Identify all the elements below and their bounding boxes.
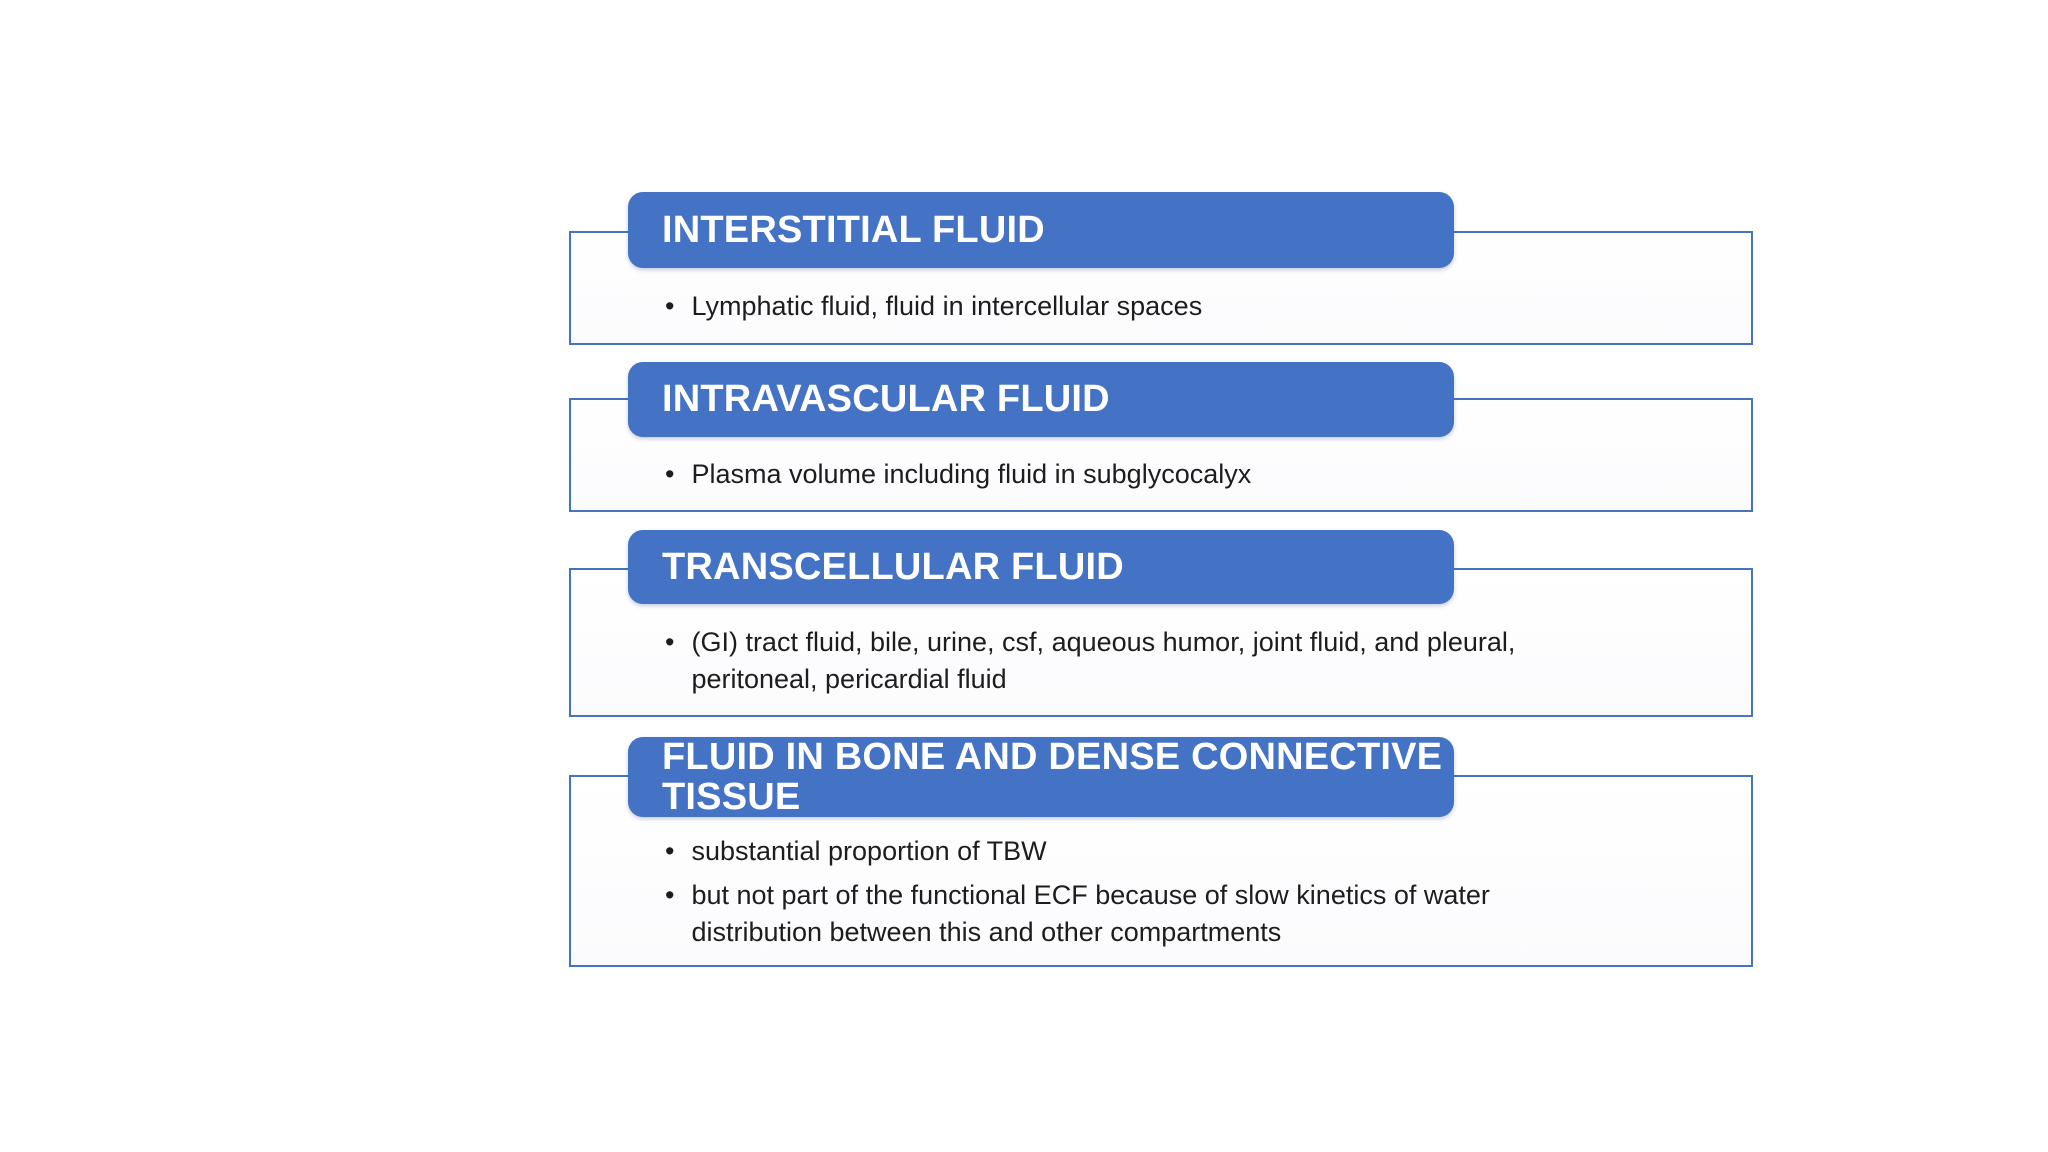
bullet-item: • Lymphatic fluid, fluid in intercellula…: [665, 288, 1723, 325]
bullet-icon: •: [665, 459, 675, 489]
section-title: INTERSTITIAL FLUID: [662, 208, 1045, 251]
bullet-icon: •: [665, 836, 675, 866]
bullet-text: Lymphatic fluid, fluid in intercellular …: [691, 291, 1203, 321]
bullet-list: • Lymphatic fluid, fluid in intercellula…: [665, 288, 1723, 325]
bullet-text: Plasma volume including fluid in subglyc…: [691, 459, 1252, 489]
bullet-item: • but not part of the functional ECF bec…: [665, 877, 1723, 951]
bullet-text: (GI) tract fluid, bile, urine, csf, aque…: [691, 627, 1516, 694]
bullet-item: • substantial proportion of TBW: [665, 833, 1723, 870]
bullet-text: but not part of the functional ECF becau…: [691, 880, 1490, 947]
section-body-box: • substantial proportion of TBW • but no…: [569, 775, 1753, 967]
bullet-list: • substantial proportion of TBW • but no…: [665, 833, 1723, 951]
section-header: FLUID IN BONE AND DENSE CONNECTIVE TISSU…: [628, 737, 1454, 817]
bullet-item: • Plasma volume including fluid in subgl…: [665, 456, 1723, 493]
bullet-list: • Plasma volume including fluid in subgl…: [665, 456, 1723, 493]
bullet-text: substantial proportion of TBW: [691, 836, 1047, 866]
bullet-icon: •: [665, 291, 675, 321]
section-title: TRANSCELLULAR FLUID: [662, 545, 1124, 588]
section-title: FLUID IN BONE AND DENSE CONNECTIVE TISSU…: [662, 735, 1443, 818]
section-title: INTRAVASCULAR FLUID: [662, 378, 1110, 421]
bullet-item: • (GI) tract fluid, bile, urine, csf, aq…: [665, 624, 1723, 698]
section-header: INTRAVASCULAR FLUID: [628, 362, 1454, 437]
section-header: INTERSTITIAL FLUID: [628, 192, 1454, 268]
bullet-icon: •: [665, 880, 675, 910]
bullet-list: • (GI) tract fluid, bile, urine, csf, aq…: [665, 624, 1723, 698]
bullet-icon: •: [665, 627, 675, 657]
section-header: TRANSCELLULAR FLUID: [628, 530, 1454, 604]
